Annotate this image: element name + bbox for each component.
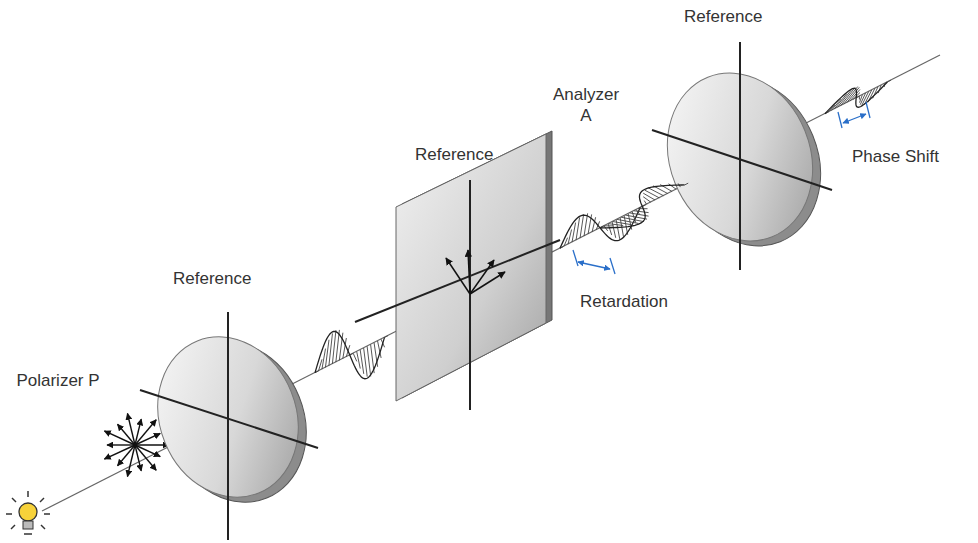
polarizer-disk	[134, 312, 330, 540]
phase-shift-marker	[838, 102, 870, 128]
reference-label: Reference	[415, 144, 493, 165]
part-name: Analyzer A	[546, 84, 626, 127]
reference-label: Reference	[684, 6, 762, 27]
retarder-plate	[355, 131, 560, 410]
retardation-marker	[573, 250, 615, 274]
light-bulb	[6, 491, 50, 534]
reference-label: Reference	[173, 268, 251, 289]
part-name: Polarizer P	[16, 370, 100, 391]
analyzer-disk	[643, 42, 845, 270]
reference-label: Phase Shift	[852, 146, 939, 167]
light-waves	[315, 80, 891, 379]
reference-label: Retardation	[580, 291, 668, 312]
